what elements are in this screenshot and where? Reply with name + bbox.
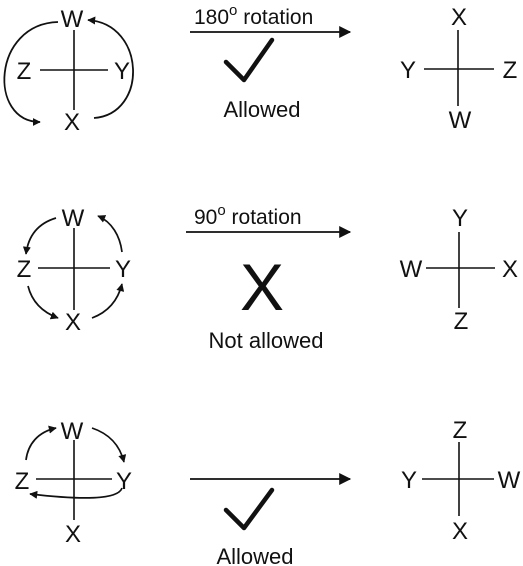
substituent-bottom: W <box>449 107 472 134</box>
rotation-arrow-y-to-z <box>29 487 123 499</box>
row-1-original-projection: W Z Y X <box>3 6 134 136</box>
rotation-arrow-bottom-left <box>27 285 59 320</box>
row-1-transformation: 180o rotation Allowed <box>190 2 352 122</box>
substituent-left: Z <box>17 256 32 283</box>
rotation-arrow-top-left <box>22 217 57 255</box>
row-2-result-projection: Y W X Z <box>400 205 518 335</box>
substituent-right: W <box>498 467 521 494</box>
substituent-bottom: Z <box>454 308 469 335</box>
rotation-arrow-top-right <box>97 215 123 253</box>
substituent-bottom: X <box>64 109 80 136</box>
substituent-top: W <box>61 418 84 445</box>
substituent-left: Z <box>17 58 32 85</box>
substituent-bottom: X <box>452 518 468 545</box>
substituent-top: Z <box>453 417 468 444</box>
check-mark-icon <box>223 487 275 531</box>
row-1: W Z Y X 180o rotation Allowed X Y Z W <box>3 2 517 136</box>
rotation-header: 90o rotation <box>194 202 302 229</box>
row-3-transformation: Allowed <box>190 473 352 566</box>
substituent-top: W <box>61 6 84 33</box>
substituent-top: W <box>62 205 85 232</box>
cross-mark-icon: X <box>240 250 284 324</box>
substituent-right: X <box>502 256 518 283</box>
substituent-left: Z <box>15 468 30 495</box>
substituent-top: Y <box>452 205 468 232</box>
substituent-left: Y <box>400 57 416 84</box>
row-1-result-projection: X Y Z W <box>400 4 517 134</box>
rotation-arrow-z-to-w <box>25 425 57 461</box>
row-3-result-projection: Z Y W X <box>401 417 521 545</box>
substituent-right: Y <box>116 468 132 495</box>
substituent-bottom: X <box>65 521 81 548</box>
substituent-right: Y <box>114 58 130 85</box>
row-3: W Z Y X Allowed Z Y W X <box>15 417 521 566</box>
substituent-left: Y <box>401 467 417 494</box>
substituent-left: W <box>400 256 423 283</box>
verdict-caption: Allowed <box>223 97 300 122</box>
rotation-arrow-right <box>87 16 134 119</box>
row-2-transformation: 90o rotation X Not allowed <box>186 202 352 353</box>
substituent-right: Z <box>503 57 518 84</box>
row-3-original-projection: W Z Y X <box>15 418 132 548</box>
verdict-caption: Not allowed <box>209 328 324 353</box>
rotation-header: 180o rotation <box>194 2 313 29</box>
rotation-arrow-w-to-y <box>91 427 127 463</box>
rotation-arrow-bottom-right <box>91 283 125 319</box>
substituent-right: Y <box>115 256 131 283</box>
rotation-arrow-left <box>3 21 59 126</box>
check-mark-icon <box>223 37 275 83</box>
row-2-original-projection: W Z Y X <box>17 205 131 336</box>
substituent-bottom: X <box>65 309 81 336</box>
verdict-caption: Allowed <box>216 544 293 566</box>
substituent-top: X <box>451 4 467 31</box>
row-2: W Z Y X 90o rotation X Not allowed Y W X… <box>17 202 518 353</box>
